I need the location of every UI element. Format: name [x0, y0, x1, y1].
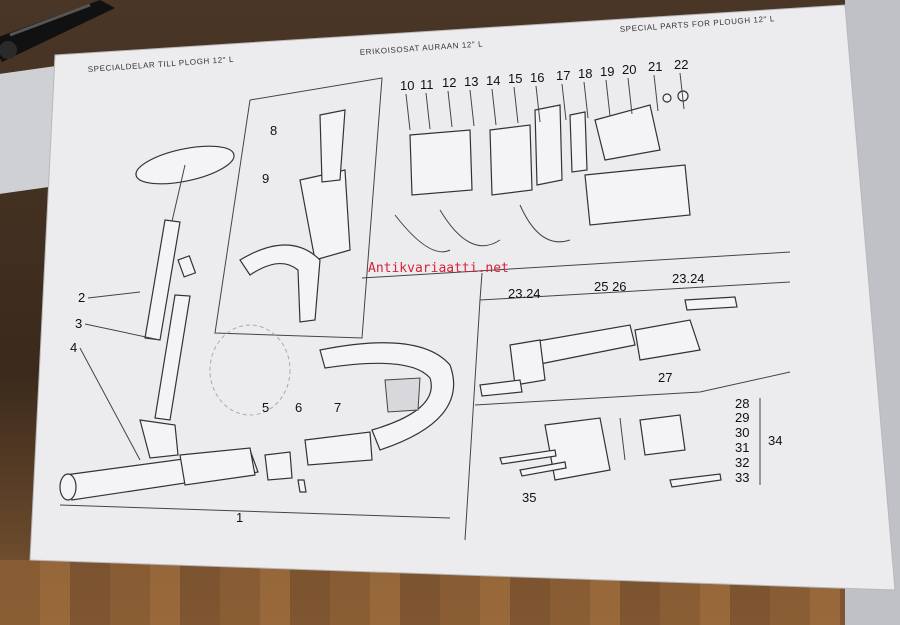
callout-11: 11 — [420, 77, 434, 92]
callout-27: 27 — [658, 370, 672, 385]
callout-2: 2 — [78, 290, 85, 305]
callout-14: 14 — [486, 73, 500, 88]
callout-9: 9 — [262, 171, 269, 186]
callouts-top-row: 10 11 12 13 14 15 16 17 18 19 20 21 22 — [400, 57, 688, 131]
clevis-assembly-drawing — [499, 398, 761, 488]
callout-33: 33 — [735, 470, 749, 485]
divider-vertical — [464, 299, 481, 541]
leader-line — [425, 92, 431, 130]
leader-line — [605, 79, 611, 117]
callout-12: 12 — [442, 75, 456, 90]
leader-line — [405, 93, 411, 131]
callout-10: 10 — [400, 78, 414, 93]
leader-line — [679, 72, 685, 110]
divider-lower — [474, 371, 791, 406]
leader-line — [627, 77, 633, 115]
callout-30: 30 — [735, 425, 749, 440]
callout-23-24-right: 23.24 — [672, 271, 705, 286]
steering-wheel-drawing — [135, 145, 235, 421]
callout-20: 20 — [622, 62, 636, 77]
callout-4: 4 — [70, 340, 77, 355]
callout-7: 7 — [334, 400, 341, 415]
callout-16: 16 — [530, 70, 544, 85]
leader-line — [561, 83, 567, 121]
inset-steering-parts — [239, 109, 351, 323]
callout-28: 28 — [735, 396, 749, 411]
callout-31: 31 — [735, 440, 749, 455]
divider-top — [361, 251, 791, 279]
callout-25-26: 25 26 — [594, 279, 627, 294]
callout-1: 1 — [236, 510, 243, 525]
pen-object — [0, 0, 115, 62]
callout-5: 5 — [262, 400, 269, 415]
callout-8: 8 — [270, 123, 277, 138]
callout-19: 19 — [600, 64, 614, 79]
callout-18: 18 — [578, 66, 592, 81]
callout-32: 32 — [735, 455, 749, 470]
callout-6: 6 — [295, 400, 302, 415]
plough-beam-drawing — [209, 324, 455, 451]
leader-line — [447, 90, 453, 128]
callout-29: 29 — [735, 410, 749, 425]
inset-frame-steering — [214, 77, 383, 339]
watermark-text: Antikvariaatti.net — [368, 261, 509, 276]
callout-15: 15 — [508, 71, 522, 86]
callout-35: 35 — [522, 490, 536, 505]
callout-34: 34 — [768, 433, 782, 448]
hitch-parts-drawing — [394, 90, 691, 253]
callout-21: 21 — [648, 59, 662, 74]
axle-tube-drawing — [59, 419, 373, 501]
drawbar-assembly-drawing — [479, 296, 738, 397]
leader-line — [583, 81, 589, 119]
leader-line — [653, 74, 659, 112]
leader-line — [535, 85, 541, 123]
leader-line — [491, 88, 497, 126]
leader-line — [469, 89, 475, 127]
callout-22: 22 — [674, 57, 688, 72]
dimension-line-1 — [59, 504, 451, 519]
leader-line — [513, 86, 519, 124]
callout-23-24-left: 23.24 — [508, 286, 541, 301]
callout-3: 3 — [75, 316, 82, 331]
callout-13: 13 — [464, 74, 478, 89]
callout-17: 17 — [556, 68, 570, 83]
